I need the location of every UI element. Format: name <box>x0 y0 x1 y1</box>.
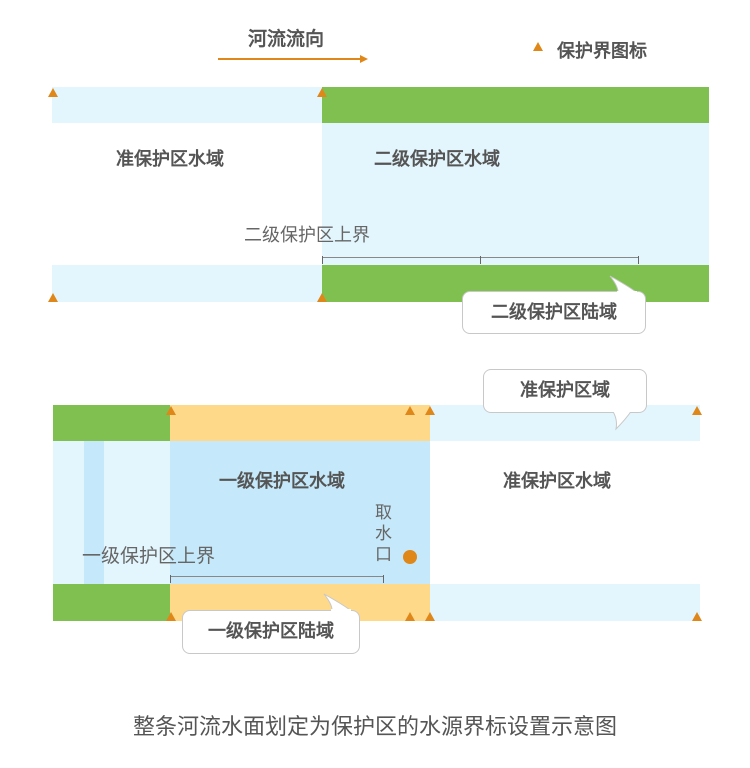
top-land-callout: 二级保护区陆域 <box>462 291 646 334</box>
bottom-boundary-tick <box>170 575 171 583</box>
bottom-top-callout-text: 准保护区域 <box>520 380 610 401</box>
bottom-left-upper-land <box>53 405 170 441</box>
top-left-upper-band <box>52 87 322 123</box>
boundary-marker-icon <box>425 406 435 415</box>
bottom-top-callout-pointer <box>611 409 633 431</box>
top-right-upper-land <box>322 87 709 123</box>
bottom-left-water-stripe <box>84 441 104 584</box>
intake-label: 取 水 口 <box>375 503 392 565</box>
bottom-land-callout: 一级保护区陆域 <box>182 610 360 654</box>
bottom-top-callout: 准保护区域 <box>483 369 647 413</box>
flow-direction-arrow <box>218 58 362 60</box>
bottom-boundary-label: 一级保护区上界 <box>82 545 216 567</box>
boundary-marker-icon <box>405 612 415 621</box>
boundary-marker-icon <box>317 293 327 302</box>
bottom-center-upper-land <box>170 405 430 441</box>
bottom-boundary-tick <box>383 575 384 583</box>
boundary-marker-icon <box>692 406 702 415</box>
bottom-callout-pointer <box>323 593 352 612</box>
top-land-callout-text: 二级保护区陆域 <box>491 302 617 323</box>
top-callout-pointer <box>609 275 638 294</box>
top-boundary-label: 二级保护区上界 <box>244 225 370 246</box>
flow-arrow-head-icon <box>360 55 368 63</box>
top-right-water <box>322 123 709 265</box>
bottom-left-water <box>53 441 170 584</box>
bottom-land-callout-text: 一级保护区陆域 <box>208 621 334 642</box>
boundary-marker-icon <box>48 88 58 97</box>
top-left-water-label: 准保护区水域 <box>116 149 224 170</box>
boundary-marker-icon <box>48 293 58 302</box>
bottom-right-water-label: 准保护区水域 <box>503 471 611 492</box>
boundary-marker-icon <box>692 612 702 621</box>
bottom-center-water-label: 一级保护区水域 <box>219 471 345 492</box>
water-intake-dot-icon <box>403 550 417 564</box>
bottom-boundary-line <box>170 576 383 577</box>
top-boundary-tick <box>638 256 639 264</box>
boundary-marker-icon <box>166 612 176 621</box>
bottom-center-water <box>170 441 430 584</box>
legend-label: 保护界图标 <box>557 41 647 62</box>
legend-marker-icon <box>533 42 543 51</box>
bottom-left-lower-land <box>53 584 170 621</box>
boundary-marker-icon <box>166 406 176 415</box>
figure-caption: 整条河流水面划定为保护区的水源界标设置示意图 <box>132 715 617 740</box>
boundary-marker-icon <box>425 612 435 621</box>
top-boundary-tick <box>480 256 481 264</box>
flow-direction-label: 河流流向 <box>248 28 325 50</box>
top-boundary-tick <box>322 256 323 264</box>
bottom-right-lower-band <box>430 584 700 621</box>
boundary-marker-icon <box>405 406 415 415</box>
top-left-lower-band <box>52 265 322 302</box>
boundary-marker-icon <box>317 88 327 97</box>
top-right-water-label: 二级保护区水域 <box>374 149 500 170</box>
